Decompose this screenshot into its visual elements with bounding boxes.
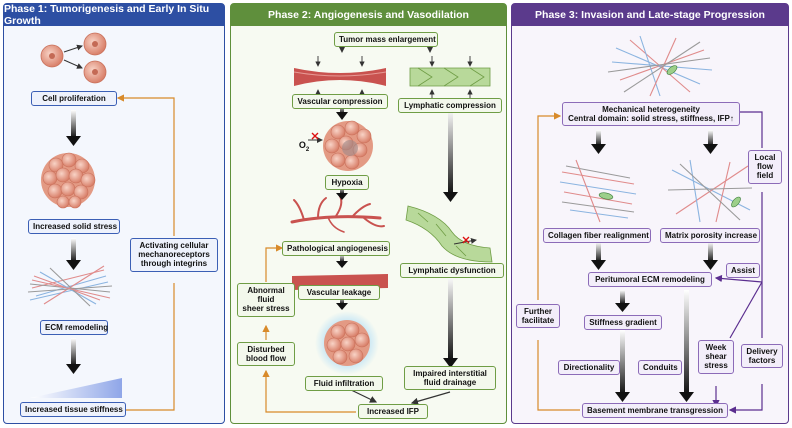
- hypoxic-tumor-icon: [323, 120, 373, 171]
- increased-ifp-label: Increased IFP: [358, 404, 428, 420]
- phase3-purple-arrows: [712, 111, 763, 414]
- week-shear-stress-label: Week shear stress: [698, 340, 734, 374]
- phase3-flow-arrows: [591, 130, 718, 402]
- angiogenesis-icon: [290, 195, 385, 233]
- tumor-mass-enlargement-label: Tumor mass enlargement: [334, 32, 438, 48]
- phase3-feedback-arrow: [537, 340, 580, 411]
- fluid-infiltration-label: Fluid infiltration: [305, 376, 383, 392]
- increased-tissue-stiffness-label: Increased tissue stiffness: [20, 402, 126, 418]
- hypoxia-label: Hypoxia: [325, 175, 369, 191]
- conduits-label: Conduits: [638, 360, 682, 376]
- basement-membrane-label: Basement membrane transgression: [582, 403, 728, 419]
- oxygen-label: O2: [298, 140, 310, 153]
- disturbed-blood-flow-label: Disturbed blood flow: [237, 342, 295, 367]
- peritumoral-ecm-label: Peritumoral ECM remodeling: [588, 272, 712, 288]
- lymphatic-dysfunction-icon: [405, 205, 493, 263]
- mechanical-heterogeneity-fibers-icon: [607, 35, 713, 97]
- increased-solid-stress-label: Increased solid stress: [28, 219, 120, 235]
- vascular-compression-label: Vascular compression: [292, 94, 388, 110]
- phase2-title: Phase 2: Angiogenesis and Vasodilation: [231, 4, 506, 26]
- ecm-remodeling-label: ECM remodeling: [40, 320, 108, 336]
- lymphatic-compression-label: Lymphatic compression: [398, 98, 502, 114]
- tumor-spheroid-icon: [41, 152, 96, 209]
- phase1-feedback-arrow: [126, 283, 175, 411]
- phase2-feedback-arrow: [262, 369, 356, 413]
- collagen-realignment-label: Collagen fiber realignment: [543, 228, 651, 244]
- mechanical-heterogeneity-label: Mechanical heterogeneity Central domain:…: [562, 102, 740, 127]
- collagen-realignment-icon: [559, 159, 637, 223]
- delivery-factors-label: Delivery factors: [741, 344, 783, 369]
- local-flow-field-label: Local flow field: [748, 150, 782, 184]
- phase2-feedback-arrow-top: [265, 244, 284, 282]
- phase1-flow-arrows: [66, 110, 81, 374]
- phase3-feedback-arrow-top: [537, 112, 562, 300]
- phase1-panel: Phase 1: Tumorigenesis and Early In Situ…: [3, 3, 225, 424]
- matrix-porosity-icon: [667, 159, 753, 223]
- phase3-title: Phase 3: Invasion and Late-stage Progres…: [512, 4, 788, 26]
- assist-label: Assist: [726, 263, 760, 279]
- phase1-title: Phase 1: Tumorigenesis and Early In Situ…: [4, 3, 224, 27]
- stiffness-gradient-wedge: [30, 378, 122, 398]
- cell-proliferation-label: Cell proliferation: [31, 91, 117, 107]
- vascular-leakage-label: Vascular leakage: [298, 285, 380, 301]
- abnormal-fluid-sheer-stress-label: Abnormal fluid sheer stress: [237, 283, 295, 317]
- directionality-label: Directionality: [558, 360, 620, 376]
- stiffness-gradient-label: Stiffness gradient: [584, 315, 662, 331]
- lymphatic-vessel-icon: [409, 56, 491, 98]
- dividing-cells-icon: [40, 32, 107, 84]
- fluid-infiltration-tumor-icon: [315, 311, 379, 375]
- oxygen-blocked-icon: [308, 132, 323, 143]
- matrix-porosity-label: Matrix porosity increase: [660, 228, 760, 244]
- further-facilitate-label: Further facilitate: [516, 304, 560, 329]
- ecm-fibers-icon: [27, 265, 113, 307]
- phase1-feedback-arrow-top: [116, 94, 175, 236]
- mechanoreceptors-label: Activating cellular mechanoreceptors thr…: [130, 238, 218, 272]
- lymphatic-dysfunction-label: Lymphatic dysfunction: [400, 263, 504, 279]
- impaired-drainage-label: Impaired interstitial fluid drainage: [404, 366, 496, 391]
- blood-vessel-icon: [293, 56, 387, 98]
- pathological-angiogenesis-label: Pathological angiogenesis: [282, 241, 390, 257]
